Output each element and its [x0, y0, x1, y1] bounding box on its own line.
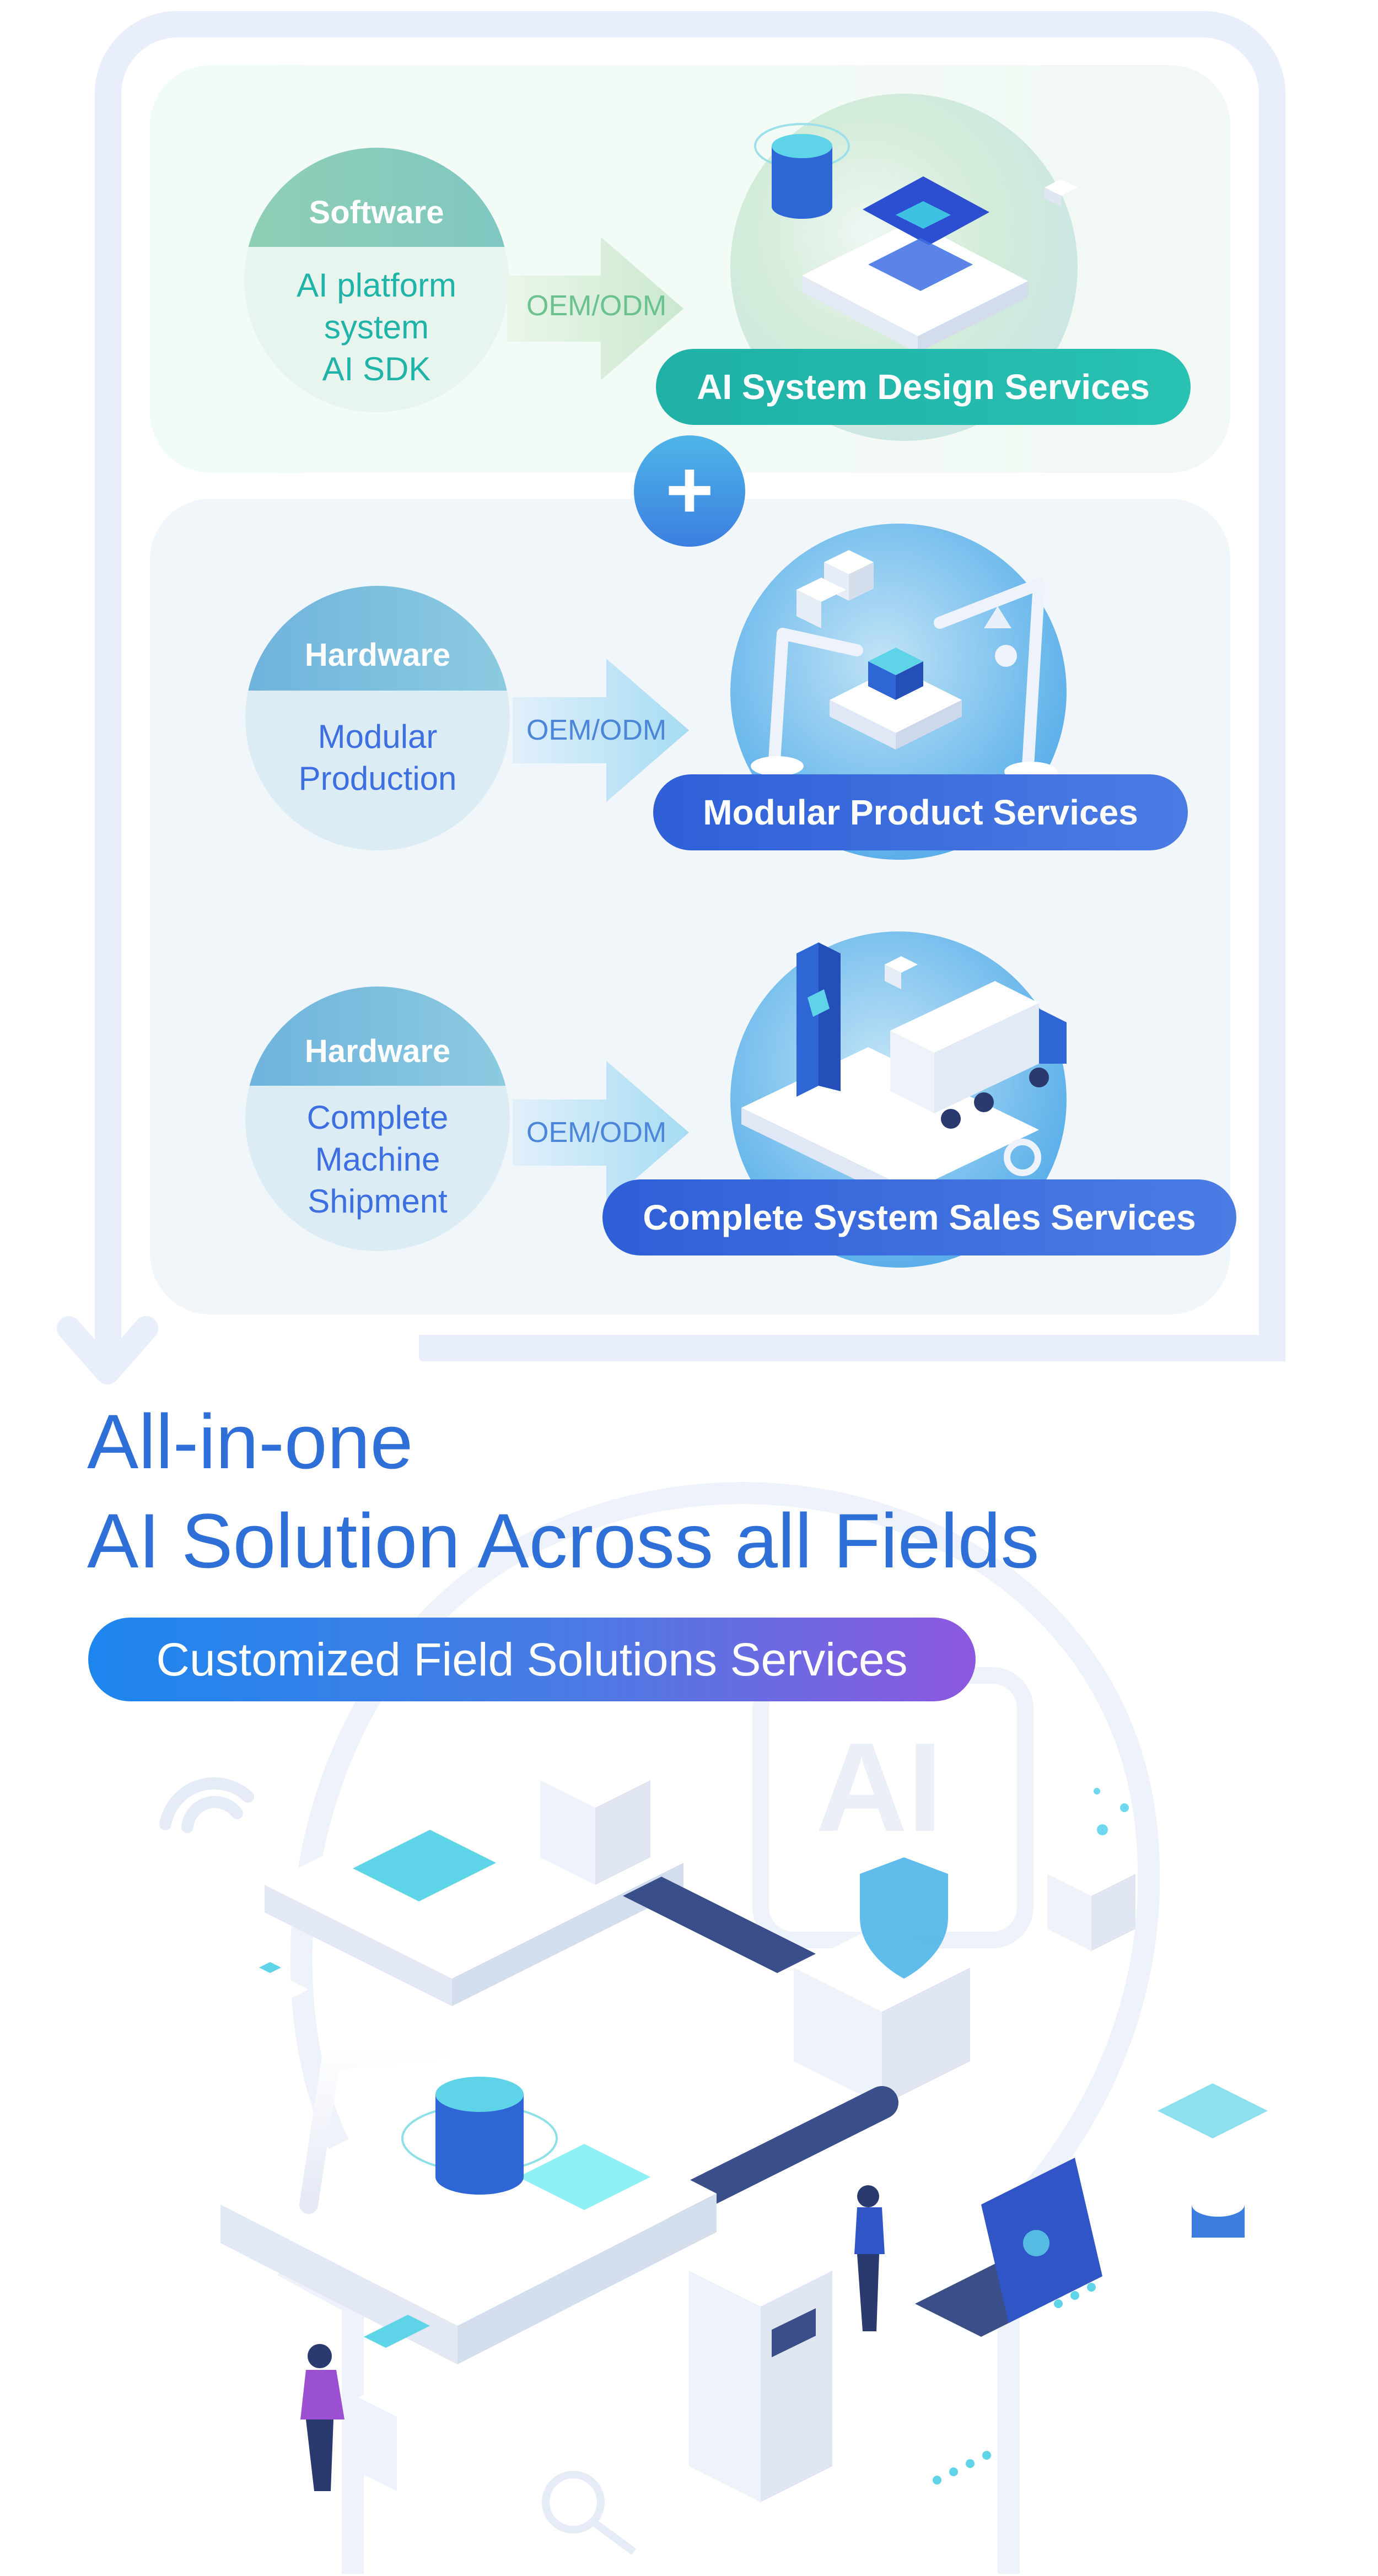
complete-arrow-icon	[513, 1061, 689, 1204]
frame-down-arrow-icon	[57, 1316, 158, 1384]
complete-system-sales-services-button[interactable]: Complete System Sales Services	[602, 1179, 1236, 1255]
isometric-factory-illustration	[154, 1753, 1323, 2555]
person-woman-icon	[300, 2344, 344, 2491]
outer-frame-bottom	[419, 1335, 1285, 1361]
hardware-complete-circle: Hardware Complete Machine Shipment	[245, 987, 510, 1251]
hardware-complete-line: Complete	[306, 1099, 449, 1136]
hardware-modular-line: Production	[298, 760, 457, 797]
robot-arm-icon	[751, 550, 1057, 782]
plus-symbol: +	[665, 443, 714, 536]
wifi-icon	[159, 1777, 254, 1833]
chip-board-icon	[754, 123, 1078, 353]
hardware-complete-line: Machine	[315, 1141, 440, 1178]
hardware-complete-header: Hardware	[304, 1033, 451, 1069]
software-arrow-label: OEM/ODM	[526, 290, 667, 322]
complete-arrow-label: OEM/ODM	[526, 1117, 667, 1149]
modular-arrow-label: OEM/ODM	[526, 714, 667, 746]
hardware-modular-header: Hardware	[304, 637, 451, 673]
person-man-icon	[854, 2185, 885, 2331]
modular-arrow-icon	[513, 659, 689, 802]
hardware-complete-line: Shipment	[308, 1183, 448, 1220]
outer-frame	[95, 11, 1285, 1361]
ai-system-design-services-button[interactable]: AI System Design Services	[656, 349, 1191, 425]
software-circle-header: Software	[309, 195, 444, 230]
customized-field-solutions-services-button[interactable]: Customized Field Solutions Services	[88, 1618, 976, 1701]
magnifier-icon	[542, 2471, 637, 2555]
hardware-modular-line: Modular	[317, 718, 438, 755]
hardware-modular-circle: Hardware Modular Production	[245, 586, 510, 850]
modular-product-services-button[interactable]: Modular Product Services	[653, 774, 1188, 850]
software-circle-line: AI platform	[296, 267, 457, 304]
software-circle-line: system	[324, 309, 429, 346]
software-circle-line: AI SDK	[322, 351, 431, 387]
plus-icon: +	[634, 435, 745, 547]
headline-line-1: All-in-one	[87, 1398, 413, 1485]
ai-chip-label: AI	[816, 1716, 943, 1858]
software-circle: Software AI platform system AI SDK	[244, 148, 509, 412]
software-arrow-icon	[507, 237, 683, 380]
headline-line-2: AI Solution Across all Fields	[87, 1497, 1040, 1584]
